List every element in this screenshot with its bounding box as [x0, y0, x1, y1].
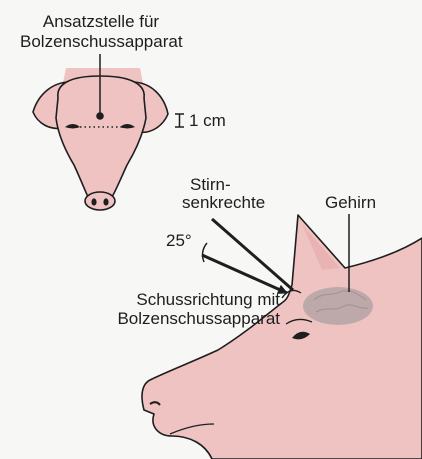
placement-label-line2: Bolzenschussapparat: [20, 32, 182, 51]
forehead-label-line1: Stirn-: [190, 175, 231, 194]
placement-label-line1: Ansatzstelle für: [30, 12, 172, 31]
direction-label-line1: Schussrichtung mit: [68, 290, 280, 309]
one-cm-marker: [175, 114, 184, 127]
angle-arc: [203, 243, 207, 262]
frontal-left-nostril: [91, 198, 96, 205]
frontal-pig-head: [33, 54, 184, 210]
distance-label: 1 cm: [189, 111, 226, 130]
side-pig-head: [142, 215, 422, 459]
direction-label-line2: Bolzenschussapparat: [68, 309, 280, 328]
forehead-perpendicular-line: [212, 219, 293, 290]
frontal-right-nostril: [103, 198, 108, 205]
angle-label: 25°: [166, 231, 192, 250]
frontal-face: [56, 76, 146, 197]
brain-label: Gehirn: [325, 193, 376, 212]
frontal-snout: [85, 192, 115, 210]
forehead-label-line2: senkrechte: [182, 193, 265, 212]
placement-point: [96, 112, 104, 120]
side-head-silhouette: [142, 215, 422, 459]
